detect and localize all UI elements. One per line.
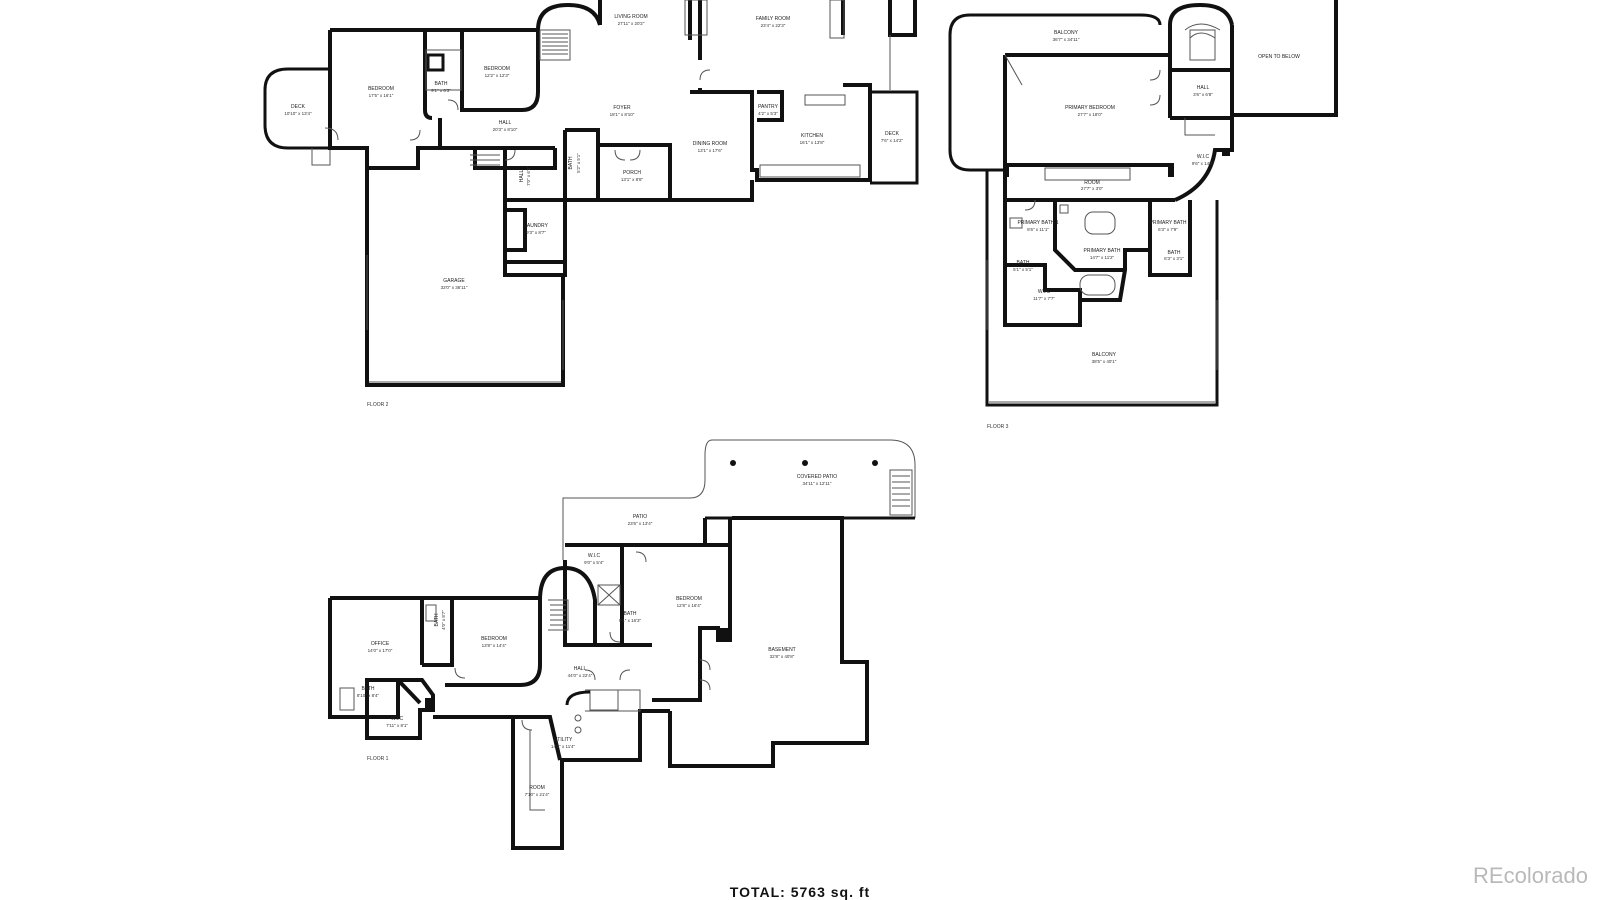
- f2-family-dim: 23'4" x 22'3": [761, 23, 786, 28]
- f3-open-name: OPEN TO BELOW: [1258, 54, 1300, 60]
- f1-wic-o-dim: 7'11" x 8'1": [386, 723, 408, 728]
- f1-bath-o-dim: 8'10" x 8'4": [357, 693, 380, 698]
- f1-covered-dim: 34'11" x 12'11": [802, 481, 831, 486]
- f2-garage-name: GARAGE: [443, 278, 465, 284]
- f2-kitchen-name: KITCHEN: [801, 133, 823, 139]
- f3-pbath-r-dim: 6'3" x 7'9": [1158, 227, 1178, 232]
- f2-laundry-name: LAUNDRY: [524, 223, 548, 229]
- f1-bedroom-w-dim: 13'8" x 14'4": [482, 643, 507, 648]
- f3-primary-bed-name: PRIMARY BEDROOM: [1065, 105, 1115, 111]
- floor-2-plan: [263, 0, 919, 387]
- brand-watermark: REcolorado: [1473, 863, 1588, 888]
- f1-basement-dim: 32'8" x 40'8": [770, 654, 795, 659]
- f3-wic-dim: 9'6" x 14'4": [1192, 161, 1215, 166]
- f1-patio-name: PATIO: [633, 514, 647, 520]
- f1-bath-o-name: BATH: [362, 686, 375, 692]
- f2-deck-e-name: DECK: [885, 131, 900, 137]
- f2-porch-dim: 13'1" x 8'8": [621, 177, 644, 182]
- f3-pbath-c-dim: 14'7" x 11'2": [1090, 255, 1115, 260]
- f1-bedroom-w-name: BEDROOM: [481, 636, 507, 642]
- f1-utility-dim: 14'3" x 11'4": [551, 744, 576, 749]
- f3-wic2-name: W.I.C: [1038, 289, 1051, 295]
- f3-wic2-dim: 11'7" x 7'7": [1033, 296, 1055, 301]
- f1-wic-name: W.I.C: [588, 553, 601, 559]
- f1-wic-dim: 9'0" x 5'4": [584, 560, 604, 565]
- floor-2-label: FLOOR 2: [367, 402, 389, 408]
- f3-pbath1-name: PRIMARY BATH 1: [1017, 220, 1058, 226]
- f3-room-name: ROOM: [1084, 180, 1100, 186]
- f2-bath-dim: 9'1" x 6'3": [431, 88, 451, 93]
- f1-bedroom-e-name: BEDROOM: [676, 596, 702, 602]
- f3-wic-name: W.I.C: [1197, 154, 1210, 160]
- f1-basement-name: BASEMENT: [768, 647, 796, 653]
- f2-pantry-dim: 4'2" x 5'3": [758, 111, 778, 116]
- f2-bedroom-b-dim: 12'2" x 12'3": [485, 73, 510, 78]
- f3-bath-l-dim: 5'1" x 5'1": [1013, 267, 1033, 272]
- f3-hall-dim: 3'6" x 6'8": [1193, 92, 1213, 97]
- f2-dining-dim: 13'1" x 17'6": [698, 148, 723, 153]
- f1-bath-s-dim: 4'0" x 8'7": [441, 610, 446, 630]
- f1-hall-dim: 44'0" x 22'4": [568, 673, 593, 678]
- f3-bath-r-dim: 6'3" x 3'1": [1164, 256, 1184, 261]
- f2-living-dim: 27'11" x 20'2": [618, 21, 645, 26]
- f2-living-name: LIVING ROOM: [614, 14, 647, 20]
- floor-3-plan: [948, 0, 1338, 407]
- f3-pbath-c-name: PRIMARY BATH: [1084, 248, 1121, 254]
- f2-deck-w-dim: 10'10" x 13'4": [284, 111, 312, 116]
- f2-hall-name: HALL: [499, 120, 512, 126]
- f2-pantry-name: PANTRY: [758, 104, 778, 110]
- f2-garage-dim: 32'0" x 36'11": [441, 285, 468, 290]
- f1-patio-dim: 23'6" x 13'4": [628, 521, 653, 526]
- f1-bath-dim: 8'1" x 16'3": [619, 618, 642, 623]
- f3-balcony-s-name: BALCONY: [1092, 352, 1117, 358]
- f2-family-name: FAMILY ROOM: [756, 16, 790, 22]
- total-area: TOTAL: 5763 sq. ft: [729, 884, 871, 900]
- f1-bedroom-e-dim: 12'8" x 16'4": [677, 603, 702, 608]
- f2-deck-w-name: DECK: [291, 104, 306, 110]
- f1-utility-name: UTILITY: [554, 737, 573, 743]
- f2-laundry-dim: 9'3" x 8'7": [526, 230, 546, 235]
- f2-porch-name: PORCH: [623, 170, 641, 176]
- f3-bath-r-name: BATH: [1168, 250, 1181, 256]
- f3-balcony-n-name: BALCONY: [1054, 30, 1079, 36]
- f2-dining-name: DINING ROOM: [693, 141, 727, 147]
- f2-foyer-dim: 18'1" x 8'10": [610, 112, 635, 117]
- f1-room-name: ROOM: [529, 785, 545, 791]
- f2-deck-e-dim: 7'6" x 14'2": [881, 138, 904, 143]
- f1-room-dim: 7'10" x 21'4": [525, 792, 550, 797]
- floor-1-label: FLOOR 1: [367, 756, 389, 762]
- f1-bath-name: BATH: [624, 611, 637, 617]
- f1-bath-s-name: BATH: [434, 613, 440, 626]
- f3-primary-bed-dim: 27'7" x 18'0": [1078, 112, 1103, 117]
- f2-bath2-dim: 5'2" x 5'1": [576, 153, 581, 173]
- f3-pbath1-dim: 8'6" x 11'1": [1027, 227, 1049, 232]
- f2-hall-dim: 20'3" x 8'10": [493, 127, 518, 132]
- f2-hall2-name: HALL: [519, 170, 525, 183]
- floor-3-label: FLOOR 3: [987, 424, 1009, 430]
- f2-bath-name: BATH: [435, 81, 448, 87]
- f2-bath2-name: BATH: [568, 156, 574, 169]
- f2-kitchen-dim: 16'1" x 13'8": [800, 140, 825, 145]
- f3-balcony-n-dim: 36'7" x 34'11": [1053, 37, 1080, 42]
- f1-hall-name: HALL: [574, 666, 587, 672]
- f1-covered-name: COVERED PATIO: [797, 474, 837, 480]
- f1-office-name: OFFICE: [371, 641, 390, 647]
- f1-wic-o-name: W.I.C: [391, 716, 404, 722]
- f3-bath-l-name: BATH: [1017, 260, 1030, 266]
- room-labels: DECK 10'10" x 13'4" BEDROOM 17'5" x 16'1…: [284, 14, 1300, 797]
- f3-hall-name: HALL: [1197, 85, 1210, 91]
- f2-foyer-name: FOYER: [613, 105, 631, 111]
- f2-bedroom-a-name: BEDROOM: [368, 86, 394, 92]
- f2-hall2-dim: 7'0" x 6'1": [526, 166, 531, 186]
- f2-bedroom-a-dim: 17'5" x 16'1": [369, 93, 394, 98]
- f3-pbath-r-name: PRIMARY BATH: [1150, 220, 1187, 226]
- f1-office-dim: 14'0" x 17'0": [368, 648, 393, 653]
- floor-1-plan: [328, 439, 916, 850]
- f3-room-dim: 27'7" x 3'0": [1081, 186, 1104, 191]
- f3-balcony-s-dim: 38'5" x 40'1": [1092, 359, 1117, 364]
- f2-bedroom-b-name: BEDROOM: [484, 66, 510, 72]
